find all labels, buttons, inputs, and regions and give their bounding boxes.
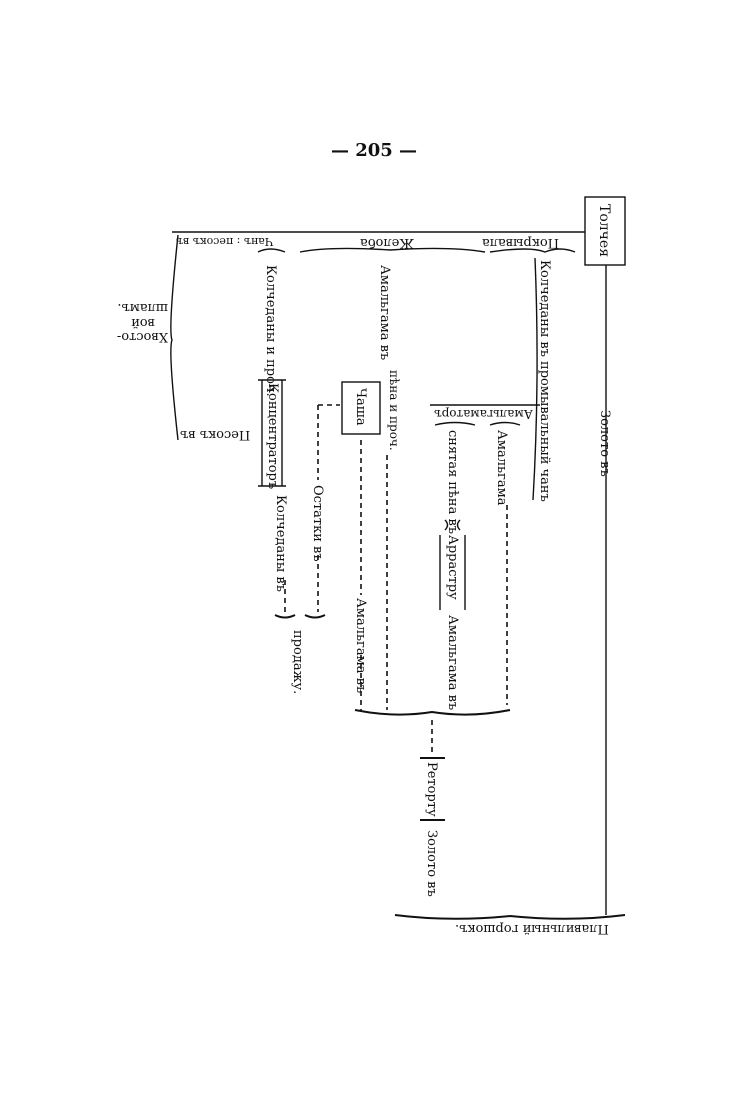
brace-chute <box>299 247 486 253</box>
residues-label: Остатки въ <box>310 485 325 562</box>
cover-label: Покрывала <box>482 235 560 250</box>
amalgam-to-3-label: Амальгама въ <box>353 598 368 694</box>
brace-tank <box>257 248 286 253</box>
brace-cover <box>489 248 576 253</box>
pyrites-etc-label: Колчеданы и проч. <box>263 265 278 397</box>
skimmed-foam-label: снятая пѣна въ <box>445 430 460 535</box>
tailings-brace <box>170 234 179 441</box>
brace-pyrites <box>532 257 538 501</box>
pyrites-to-label: Колчеданы въ <box>273 495 288 592</box>
for-sale-label: продажу. <box>290 630 305 695</box>
stamp-mill-label: Толчея <box>596 204 612 258</box>
melting-pot-label: Плавильный горшокъ. <box>455 921 609 936</box>
concentrator-label: Концентраторъ <box>265 383 280 490</box>
arrastra-label: Аррастру <box>445 535 460 600</box>
bowl-label: Чаша <box>353 388 368 426</box>
pyrites-wash-label: Колчеданы въ промывальный чанъ <box>537 260 552 502</box>
sand-to-label: Песокъ въ <box>180 427 251 442</box>
amalgam-to-2-label: Амальгама въ <box>377 265 392 361</box>
amalgam-label: Амальгама <box>494 430 509 506</box>
chute-label: Желоба <box>360 235 414 250</box>
tailings-label: Хвосто- вой шламъ. <box>116 300 168 344</box>
retort-label: Реторту <box>424 762 439 817</box>
gold-to-label: Золото въ <box>424 830 439 897</box>
amalgam-to-1-label: Амальгама въ <box>445 615 460 711</box>
amalgamator-label: Амальгаматоръ <box>434 407 533 421</box>
page-number: — 205 — <box>330 140 418 161</box>
bowl-box <box>341 381 381 435</box>
foam-etc-label: пѣна и проч. <box>387 370 401 451</box>
stamp-mill-box <box>584 196 626 266</box>
brace-to-retort <box>354 709 511 716</box>
gold-to-pot-label: Золото въ <box>597 410 612 477</box>
brace-melting-pot <box>394 914 626 920</box>
tank-sand-label: Чанъ : песокъ въ <box>176 235 274 248</box>
